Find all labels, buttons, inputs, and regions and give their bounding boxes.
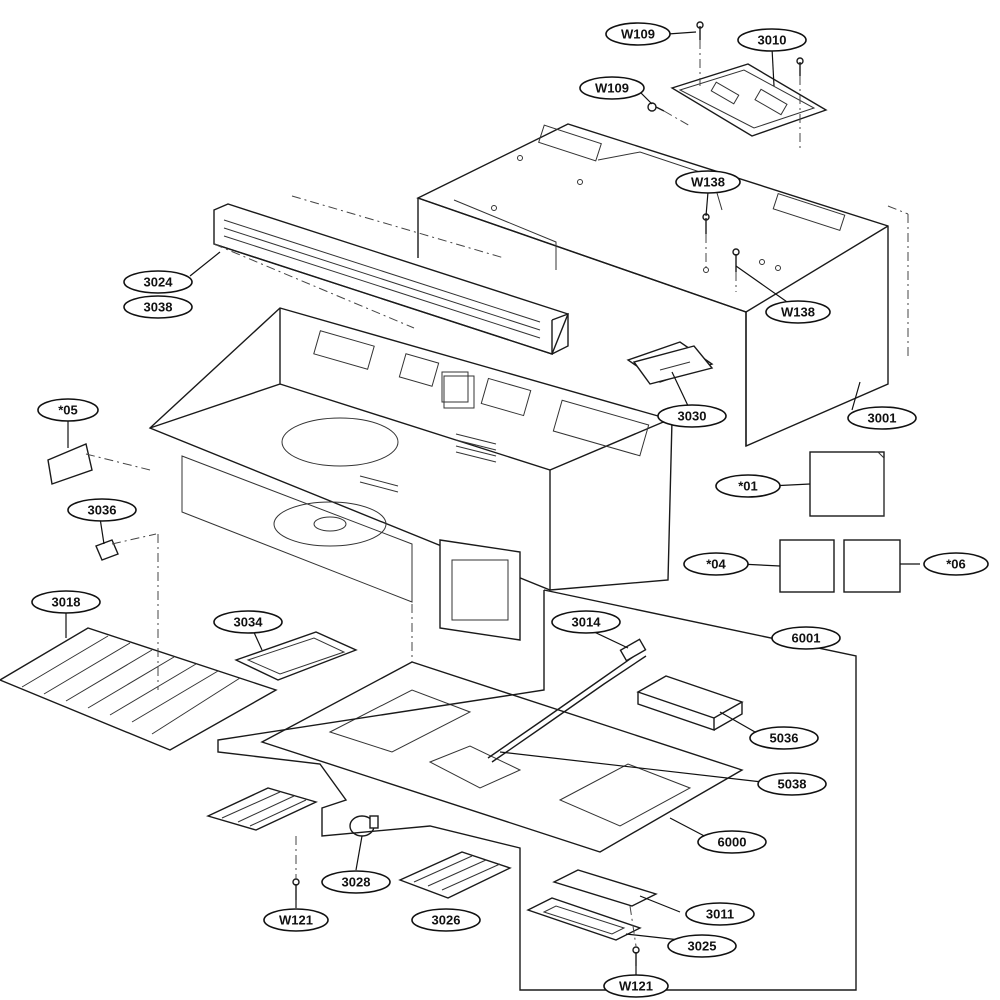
svg-text:3034: 3034 xyxy=(234,615,264,630)
callout-w121-right: W121 xyxy=(603,974,669,998)
part-3014-harness xyxy=(487,638,647,763)
svg-text:6000: 6000 xyxy=(718,835,747,850)
callout-3034: 3034 xyxy=(213,610,283,634)
part-3001-outer-case xyxy=(416,123,889,448)
oven-cavity xyxy=(148,307,714,603)
svg-text:*06: *06 xyxy=(946,557,966,572)
part-01-manual xyxy=(809,451,885,517)
part-5036-module xyxy=(636,675,744,731)
callout-3018: 3018 xyxy=(31,590,101,614)
part-05-label xyxy=(47,443,93,485)
svg-text:5036: 5036 xyxy=(770,731,799,746)
callout-3038: 3038 xyxy=(123,295,193,319)
screw-w121-right xyxy=(632,946,640,966)
part-3024-vent-grille xyxy=(213,203,569,355)
part-3030-bracket xyxy=(632,345,714,385)
callout-3036: 3036 xyxy=(67,498,137,522)
part-3036-clip xyxy=(95,539,119,561)
callout-3001: 3001 xyxy=(847,406,917,430)
svg-text:3036: 3036 xyxy=(88,503,117,518)
svg-text:3025: 3025 xyxy=(688,939,717,954)
part-3025-lamp-cover xyxy=(526,897,642,941)
callout-3028: 3028 xyxy=(321,870,391,894)
callout-3025: 3025 xyxy=(667,934,737,958)
svg-text:W109: W109 xyxy=(621,27,655,42)
callout-3010: 3010 xyxy=(737,28,807,52)
callout-w138-b: W138 xyxy=(765,300,831,324)
svg-text:W109: W109 xyxy=(595,81,629,96)
callout-6001: 6001 xyxy=(771,626,841,650)
part-3018-rack xyxy=(0,627,278,751)
svg-text:6001: 6001 xyxy=(792,631,821,646)
svg-text:W138: W138 xyxy=(781,305,815,320)
callout-3014: 3014 xyxy=(551,610,621,634)
svg-text:*05: *05 xyxy=(58,403,78,418)
svg-text:3024: 3024 xyxy=(144,275,174,290)
screw-w121-left xyxy=(292,878,300,900)
svg-text:*01: *01 xyxy=(738,479,758,494)
callout-w109-top: W109 xyxy=(605,22,671,46)
svg-text:*04: *04 xyxy=(706,557,726,572)
svg-text:3010: 3010 xyxy=(758,33,787,48)
part-04-manual xyxy=(779,539,835,593)
part-filter-left xyxy=(206,787,318,831)
part-3011-lens xyxy=(552,869,658,907)
svg-text:5038: 5038 xyxy=(778,777,807,792)
alignment-lines xyxy=(85,40,909,947)
part-3026-filter xyxy=(398,851,512,899)
callout-05: *05 xyxy=(37,398,99,422)
part-3028-lamp xyxy=(349,815,379,837)
door-switch-assembly xyxy=(439,539,521,641)
callout-3024: 3024 xyxy=(123,270,193,294)
callout-6000: 6000 xyxy=(697,830,767,854)
callout-w138-a: W138 xyxy=(675,170,741,194)
screw-w109-top xyxy=(696,21,704,40)
svg-text:3038: 3038 xyxy=(144,300,173,315)
callout-3026: 3026 xyxy=(411,908,481,932)
part-3034-cover xyxy=(234,631,358,681)
screw-w109-right xyxy=(796,57,804,76)
svg-text:3011: 3011 xyxy=(706,907,734,922)
callout-w109-mid: W109 xyxy=(579,76,645,100)
callout-w121-left: W121 xyxy=(263,908,329,932)
svg-text:3001: 3001 xyxy=(868,411,897,426)
callout-5036: 5036 xyxy=(749,726,819,750)
svg-text:W121: W121 xyxy=(619,979,653,994)
callout-3011: 3011 xyxy=(685,902,755,926)
callout-06: *06 xyxy=(923,552,989,576)
svg-text:W138: W138 xyxy=(691,175,725,190)
callout-3030: 3030 xyxy=(657,404,727,428)
part-6000-base-plate xyxy=(260,661,744,853)
part-06-manual xyxy=(843,539,901,593)
svg-text:3028: 3028 xyxy=(342,875,371,890)
svg-text:3018: 3018 xyxy=(52,595,81,610)
callout-04: *04 xyxy=(683,552,749,576)
screw-w138-b xyxy=(732,248,740,272)
svg-text:W121: W121 xyxy=(279,913,313,928)
svg-text:3026: 3026 xyxy=(432,913,461,928)
part-3010-pcb xyxy=(670,63,828,137)
callout-01: *01 xyxy=(715,474,781,498)
svg-text:3014: 3014 xyxy=(572,615,602,630)
svg-text:3030: 3030 xyxy=(678,409,707,424)
assembly-6001-boundary xyxy=(217,589,857,991)
callout-5038: 5038 xyxy=(757,772,827,796)
screw-w109-mid xyxy=(647,102,665,112)
